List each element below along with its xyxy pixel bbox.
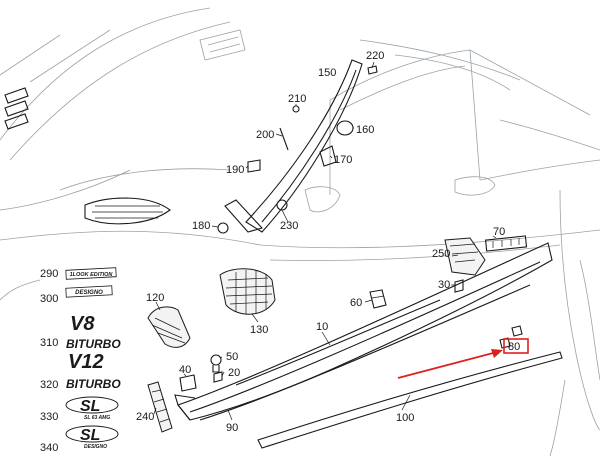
- clip-20: [213, 371, 223, 383]
- callout-330: 330: [40, 411, 58, 423]
- callout-100: 100: [396, 412, 414, 424]
- clip-30: [454, 279, 464, 293]
- callout-120: 120: [146, 292, 164, 304]
- emblem-310: V8 BITURBO: [66, 313, 121, 351]
- callout-10: 10: [316, 321, 328, 333]
- highlight-box: [503, 338, 529, 354]
- callout-130: 130: [250, 324, 268, 336]
- callout-180: 180: [192, 220, 210, 232]
- emblem-330: SL SL 63 AMG: [65, 396, 119, 421]
- hood-vent: [4, 87, 29, 130]
- callout-80: 80: [508, 341, 520, 353]
- callout-310: 310: [40, 337, 58, 349]
- callout-70: 70: [493, 226, 505, 238]
- callout-labels: 220 150 210 160 200 170 190 180 230 250 …: [40, 50, 520, 454]
- callout-200: 200: [256, 129, 274, 141]
- cap-160: [336, 120, 354, 136]
- emblem-320: V12 BITURBO: [66, 351, 121, 391]
- emblem-310-biturbo: BITURBO: [66, 337, 121, 351]
- callout-220: 220: [366, 50, 384, 62]
- rod-200: [279, 127, 289, 151]
- callout-160: 160: [356, 124, 374, 136]
- clip-40: [179, 374, 197, 392]
- callout-300: 300: [40, 293, 58, 305]
- callout-50: 50: [226, 351, 238, 363]
- callout-20: 20: [228, 367, 240, 379]
- vehicle-body-outline: [0, 7, 600, 456]
- callout-30: 30: [438, 279, 450, 291]
- callout-210: 210: [288, 93, 306, 105]
- callout-190: 190: [226, 164, 244, 176]
- emblem-330-sub: SL 63 AMG: [84, 415, 110, 421]
- highlight-arrow-head: [491, 349, 503, 358]
- emblem-320-biturbo: BITURBO: [66, 377, 121, 391]
- callout-320: 320: [40, 379, 58, 391]
- emblem-290: 1LOOK EDITION: [65, 267, 117, 280]
- leader-lines: [153, 61, 497, 421]
- a-pillar-trim: [224, 59, 363, 233]
- emblem-340-sl: SL: [80, 427, 100, 444]
- callout-90: 90: [226, 422, 238, 434]
- callout-170: 170: [334, 154, 352, 166]
- callout-40: 40: [179, 364, 191, 376]
- badge-70: [484, 235, 528, 252]
- clip-180: [217, 222, 229, 234]
- clip-210: [292, 105, 300, 113]
- callout-230: 230: [280, 220, 298, 232]
- clip-50: [210, 354, 222, 373]
- emblem-300-text: DESIGNO: [75, 290, 103, 296]
- emblem-290-text: 1LOOK EDITION: [70, 272, 114, 278]
- sill-strip: [257, 351, 563, 449]
- bracket-170: [319, 145, 337, 167]
- callout-250: 250: [432, 248, 450, 260]
- side-sill-panel: [174, 242, 553, 421]
- callout-60: 60: [350, 297, 362, 309]
- callout-290: 290: [40, 268, 58, 280]
- vent-grille-130: [219, 268, 276, 315]
- callout-340: 340: [40, 442, 58, 454]
- emblem-340: SL DESIGNO: [65, 425, 119, 450]
- emblem-340-sub: DESIGNO: [84, 444, 107, 450]
- gill-insert-120: [147, 306, 191, 348]
- emblem-320-v12: V12: [68, 351, 104, 373]
- emblem-310-v8: V8: [70, 313, 95, 335]
- highlight-arrow: [397, 351, 498, 379]
- bracket-250: [444, 237, 486, 276]
- callout-240: 240: [136, 411, 154, 423]
- emblem-330-sl: SL: [80, 398, 100, 415]
- clip-220: [367, 65, 378, 75]
- fender-gill-on-body: [84, 197, 171, 225]
- callout-150: 150: [318, 67, 336, 79]
- highlight-80: [397, 338, 529, 379]
- bracket-60: [369, 289, 387, 309]
- clip-190: [247, 159, 261, 173]
- emblem-300: DESIGNO: [65, 285, 113, 298]
- trim-part-240: [147, 381, 173, 433]
